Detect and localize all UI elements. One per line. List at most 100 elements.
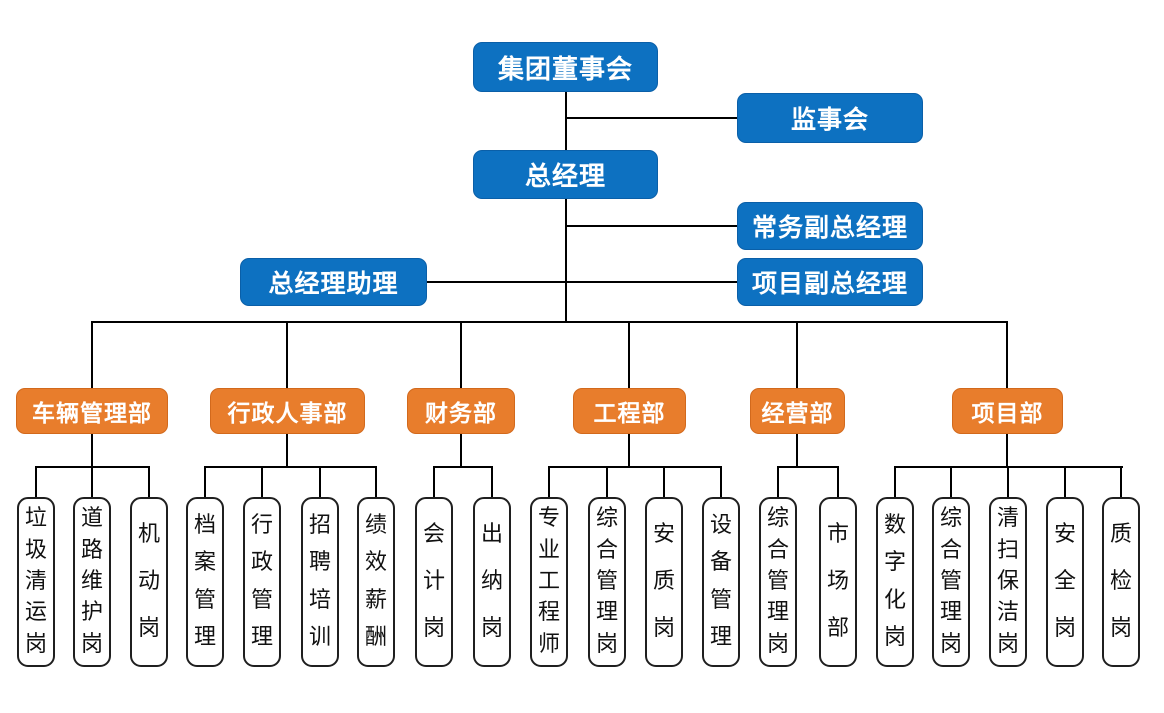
position-char: 薪 xyxy=(364,587,387,613)
position-char: 综 xyxy=(939,506,962,532)
position-char: 运 xyxy=(24,600,47,626)
position-char: 会 xyxy=(422,522,445,547)
position-char: 行 xyxy=(250,512,273,538)
position-char: 机 xyxy=(137,522,160,547)
connector-line xyxy=(91,466,93,497)
dept-vehicle-management: 车辆管理部 xyxy=(16,388,168,434)
position-char: 数 xyxy=(883,512,906,538)
position-char: 政 xyxy=(250,550,273,576)
position-char: 案 xyxy=(193,550,216,576)
position-char: 计 xyxy=(422,569,445,594)
position-char: 路 xyxy=(80,537,103,563)
connector-line xyxy=(565,198,567,323)
position-char: 动 xyxy=(137,569,160,594)
position-node: 行政管理 xyxy=(243,497,281,667)
position-node: 出纳岗 xyxy=(473,497,511,667)
position-char: 管 xyxy=(250,587,273,613)
position-char: 扫 xyxy=(996,537,1019,563)
position-char: 岗 xyxy=(652,616,675,641)
connector-line xyxy=(548,466,550,497)
position-char: 道 xyxy=(80,506,103,532)
position-node: 数字化岗 xyxy=(876,497,914,667)
position-char: 安 xyxy=(652,522,675,547)
position-node: 档案管理 xyxy=(186,497,224,667)
position-char: 备 xyxy=(709,550,732,576)
position-char: 档 xyxy=(193,512,216,538)
position-node: 综合管理岗 xyxy=(759,497,797,667)
connector-line xyxy=(565,117,737,119)
position-char: 岗 xyxy=(80,631,103,657)
position-node: 安质岗 xyxy=(645,497,683,667)
connector-line xyxy=(796,321,798,388)
position-char: 合 xyxy=(595,537,618,563)
position-char: 招 xyxy=(308,512,331,538)
dept-engineering: 工程部 xyxy=(573,388,686,434)
position-char: 护 xyxy=(80,600,103,626)
position-char: 岗 xyxy=(137,616,160,641)
connector-line xyxy=(460,434,462,468)
connector-line xyxy=(628,321,630,388)
position-char: 纳 xyxy=(480,569,503,594)
position-char: 质 xyxy=(652,569,675,594)
position-char: 管 xyxy=(709,587,732,613)
position-char: 理 xyxy=(193,625,216,651)
position-node: 道路维护岗 xyxy=(73,497,111,667)
position-char: 维 xyxy=(80,568,103,594)
position-char: 理 xyxy=(766,600,789,626)
position-char: 清 xyxy=(24,568,47,594)
position-node: 招聘培训 xyxy=(301,497,339,667)
position-char: 圾 xyxy=(24,537,47,563)
node-general-manager: 总经理 xyxy=(473,150,658,199)
connector-line xyxy=(565,90,567,150)
connector-line xyxy=(894,466,896,497)
position-char: 出 xyxy=(480,522,503,547)
position-char: 管 xyxy=(193,587,216,613)
position-node: 设备管理 xyxy=(702,497,740,667)
position-node: 安全岗 xyxy=(1046,497,1084,667)
connector-line xyxy=(427,281,737,283)
node-group-board: 集团董事会 xyxy=(473,42,658,92)
connector-line xyxy=(606,466,608,497)
position-char: 综 xyxy=(595,506,618,532)
connector-line xyxy=(1120,466,1122,497)
dept-finance: 财务部 xyxy=(407,388,515,434)
position-char: 岗 xyxy=(1109,616,1132,641)
position-node: 会计岗 xyxy=(415,497,453,667)
position-char: 管 xyxy=(939,568,962,594)
dept-operations: 经营部 xyxy=(750,388,845,434)
connector-line xyxy=(148,466,150,497)
position-char: 效 xyxy=(364,550,387,576)
position-char: 岗 xyxy=(1053,616,1076,641)
connector-line xyxy=(261,466,263,497)
connector-line xyxy=(319,466,321,497)
position-node: 清扫保洁岗 xyxy=(989,497,1027,667)
position-char: 场 xyxy=(826,569,849,594)
position-char: 理 xyxy=(595,600,618,626)
position-char: 清 xyxy=(996,506,1019,532)
connector-line xyxy=(375,466,377,497)
connector-line xyxy=(286,321,288,388)
position-char: 岗 xyxy=(996,631,1019,657)
node-supervisory-board: 监事会 xyxy=(737,93,923,143)
connector-line xyxy=(837,466,839,497)
position-char: 化 xyxy=(883,587,906,613)
position-node: 机动岗 xyxy=(130,497,168,667)
position-char: 理 xyxy=(709,625,732,651)
position-char: 岗 xyxy=(883,625,906,651)
position-char: 检 xyxy=(1109,569,1132,594)
connector-line xyxy=(1006,434,1008,468)
connector-line xyxy=(796,434,798,468)
connector-line xyxy=(491,466,493,497)
position-char: 聘 xyxy=(308,550,331,576)
position-char: 垃 xyxy=(24,506,47,532)
position-char: 安 xyxy=(1053,522,1076,547)
position-node: 质检岗 xyxy=(1102,497,1140,667)
position-char: 部 xyxy=(826,616,849,641)
position-node: 市场部 xyxy=(819,497,857,667)
node-executive-deputy-gm: 常务副总经理 xyxy=(737,202,923,250)
connector-line xyxy=(548,466,722,468)
connector-line xyxy=(628,434,630,468)
position-char: 岗 xyxy=(24,631,47,657)
dept-admin-hr: 行政人事部 xyxy=(210,388,365,434)
